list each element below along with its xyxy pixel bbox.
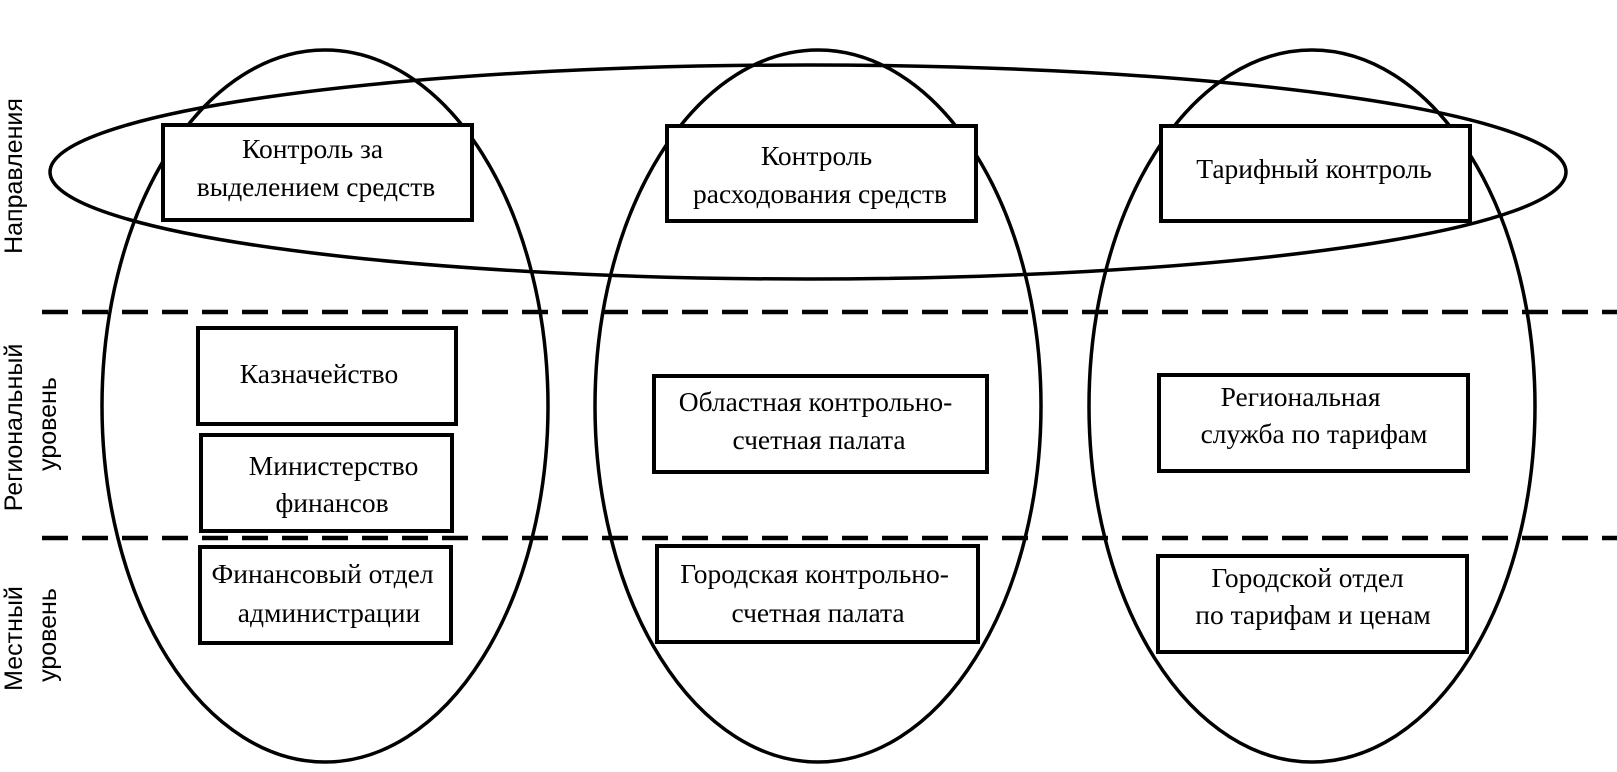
side-label-directions: Направления bbox=[0, 98, 28, 254]
svg-text:Финансовый отдел админ: Финансовый отдел администрации bbox=[212, 558, 441, 628]
ellipse-column-spending bbox=[593, 48, 1043, 764]
box-regional-tariff-service: Региональная служба по тарифам bbox=[1157, 373, 1470, 473]
box-finance-department: Финансовый отдел администрации bbox=[198, 545, 453, 645]
box-allocation-control: Контроль за выделением средств bbox=[161, 123, 474, 222]
svg-text:Контроль за выделением: Контроль за выделением средств bbox=[197, 133, 436, 202]
svg-text:Региональная служба по: Региональная служба по тарифам bbox=[1201, 381, 1428, 449]
svg-text:Региональный уровень: Региональный уровень bbox=[0, 337, 62, 511]
svg-text:Местный уровень: Местный уровень bbox=[0, 579, 62, 691]
svg-text:Городская контрольно-: Городская контрольно- счетная палата bbox=[680, 558, 956, 628]
box-tariff-control: Тарифный контроль bbox=[1159, 124, 1472, 223]
box-city-audit-chamber: Городская контрольно- счетная палата bbox=[655, 544, 980, 644]
svg-text:Казначейство: Казначейство bbox=[240, 358, 398, 389]
ellipse-directions bbox=[48, 63, 1568, 281]
svg-text:Направления: Направления bbox=[0, 98, 28, 254]
svg-text:Областная контрольно-: Областная контрольно- счетная палата bbox=[679, 386, 959, 455]
box-treasury: Казначейство bbox=[196, 326, 458, 426]
box-regional-audit-chamber: Областная контрольно- счетная палата bbox=[652, 374, 989, 474]
box-spending-control: Контроль расходования средств bbox=[665, 124, 978, 223]
svg-text:Тарифный контроль: Тарифный контроль bbox=[1196, 153, 1432, 184]
box-ministry-of-finance: Министерство финансов bbox=[199, 433, 454, 533]
ellipse-column-tariff bbox=[1087, 48, 1537, 764]
svg-text:Министерство финансов: Министерство финансов bbox=[249, 450, 425, 518]
side-label-local: Местный уровень bbox=[0, 579, 62, 691]
svg-text:Городской отдел по тар: Городской отдел по тарифам и ценам bbox=[1195, 562, 1431, 630]
side-label-regional: Региональный уровень bbox=[0, 337, 62, 512]
svg-text:Контроль расходования: Контроль расходования средств bbox=[693, 140, 947, 209]
box-city-tariff-department: Городской отдел по тарифам и ценам bbox=[1156, 554, 1469, 654]
ellipse-column-allocation bbox=[100, 48, 550, 764]
